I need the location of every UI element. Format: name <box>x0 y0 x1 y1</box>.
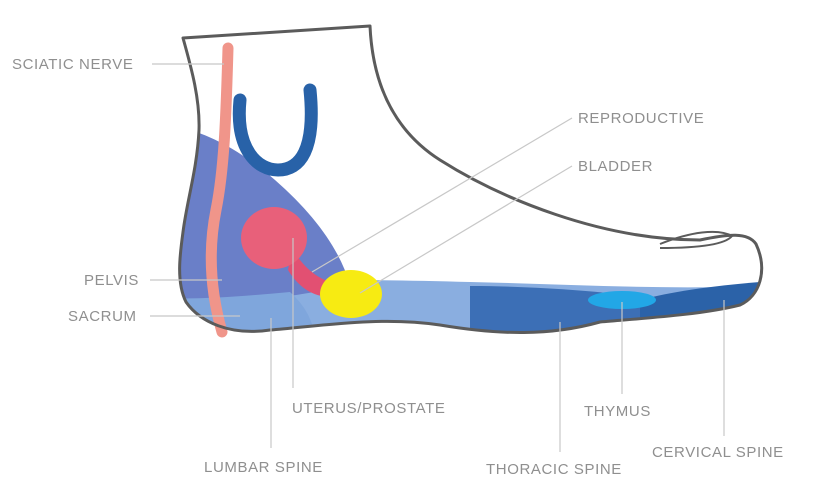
label-pelvis: PELVIS <box>84 272 139 289</box>
thymus-zone <box>588 291 656 309</box>
label-thymus: THYMUS <box>584 403 651 420</box>
label-sacrum: SACRUM <box>68 308 137 325</box>
label-thoracic-spine: THORACIC SPINE <box>486 461 622 478</box>
knee-reflex-arc <box>232 83 318 177</box>
toenail <box>659 230 734 249</box>
label-sciatic-nerve: SCIATIC NERVE <box>12 56 133 73</box>
leader-reproductive <box>311 117 573 273</box>
pelvis-zone <box>179 122 350 303</box>
leader-bladder <box>359 165 573 294</box>
sciatic-nerve-line <box>205 42 234 338</box>
label-bladder: BLADDER <box>578 158 653 175</box>
label-reproductive: REPRODUCTIVE <box>578 110 704 127</box>
label-lumbar-spine: LUMBAR SPINE <box>204 459 323 476</box>
bladder-zone <box>320 270 382 318</box>
label-cervical-spine: CERVICAL SPINE <box>652 444 784 461</box>
uterus-prostate-zone <box>241 207 307 269</box>
label-uterus-prostate: UTERUS/PROSTATE <box>292 400 445 417</box>
